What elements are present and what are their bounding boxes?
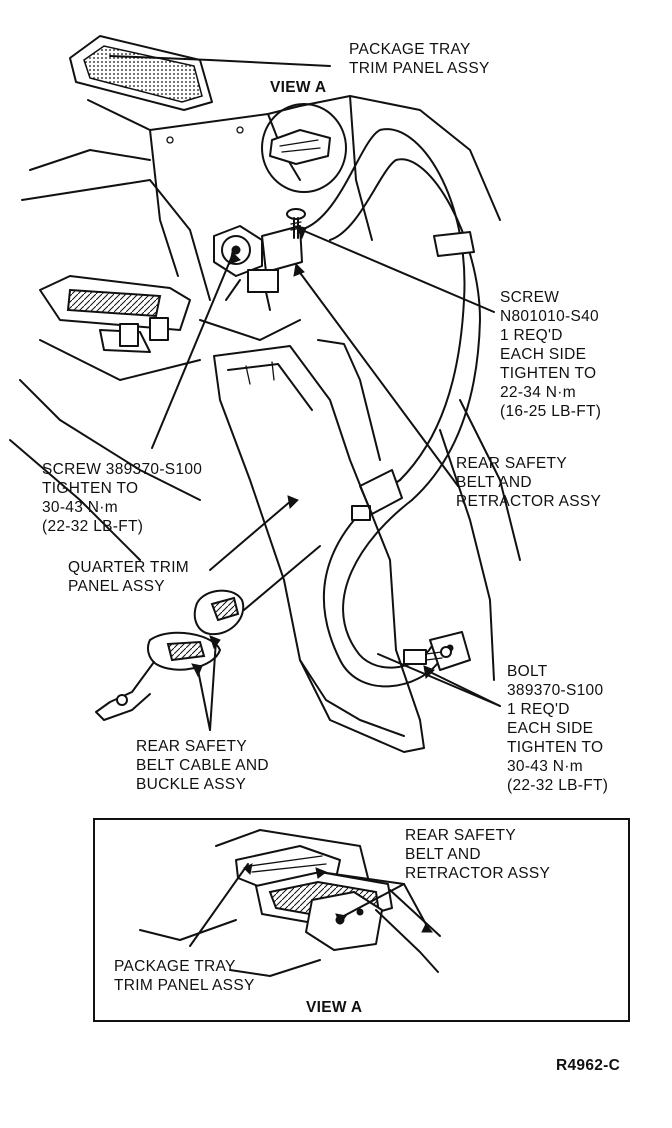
- quarter-trim-panel: [213, 339, 521, 753]
- leader-lines: [109, 55, 501, 731]
- seat-area-left: [9, 275, 301, 561]
- belt-webbing: [299, 128, 481, 688]
- view-a-circle: [261, 103, 347, 193]
- label-quarter-trim-panel: QUARTER TRIM PANEL ASSY: [68, 559, 190, 595]
- view-a-inset-frame: [93, 818, 630, 1022]
- inset-drawing: [139, 829, 441, 977]
- label-inset-retractor: REAR SAFETY BELT AND RETRACTOR ASSY: [405, 827, 551, 882]
- label-rear-safety-belt-retractor: REAR SAFETY BELT AND RETRACTOR ASSY: [456, 455, 602, 510]
- buckle-assembly: [95, 545, 321, 721]
- package-tray-panel-main: [69, 35, 213, 111]
- label-screw-n801010: SCREW N801010-S40 1 REQ'D EACH SIDE TIGH…: [500, 289, 602, 420]
- label-package-tray-top: PACKAGE TRAY TRIM PANEL ASSY: [349, 41, 490, 77]
- label-inset-view-a: VIEW A: [306, 999, 363, 1016]
- retractor-upper: [213, 225, 303, 311]
- label-bolt: BOLT 389370-S100 1 REQ'D EACH SIDE TIGHT…: [507, 663, 609, 794]
- label-screw-389370: SCREW 389370-S100 TIGHTEN TO 30-43 N·m (…: [42, 461, 203, 535]
- label-inset-package-tray: PACKAGE TRAY TRIM PANEL ASSY: [114, 958, 255, 994]
- figure-code: R4962-C: [556, 1057, 621, 1074]
- label-view-a-top: VIEW A: [270, 79, 327, 96]
- anchor-bolt: [403, 631, 471, 671]
- label-buckle-assembly: REAR SAFETY BELT CABLE AND BUCKLE ASSY: [136, 738, 269, 793]
